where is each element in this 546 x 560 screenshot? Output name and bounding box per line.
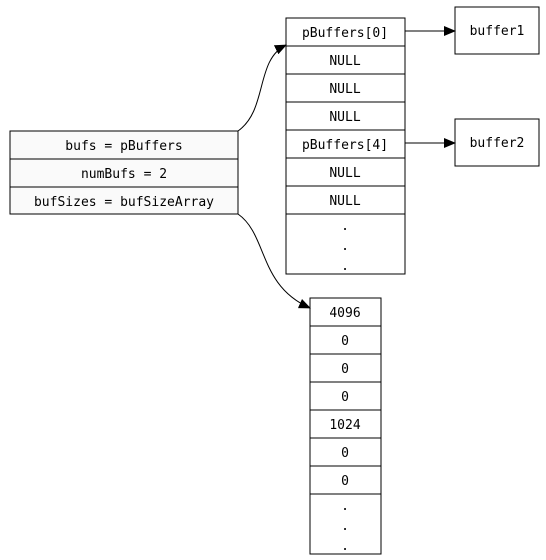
pointer-cell-3: NULL [329,110,360,125]
pointer-cell-5: NULL [329,166,360,181]
pointer-ellipsis-0: . [341,219,349,234]
pointer-array-frame [285,17,406,275]
struct-box: bufs = pBuffers numBufs = 2 bufSizes = b… [9,130,239,215]
buffer1-label: buffer1 [470,24,525,39]
struct-field-bufs [9,130,239,160]
buffer2-label: buffer2 [470,136,525,151]
size-cell-4: 1024 [329,418,360,433]
size-ellipsis-0: . [341,499,349,514]
size-array: 4096 0 0 0 1024 0 0 . . . [309,297,382,555]
buffer2-box: buffer2 [454,118,540,167]
pointer-cell-0: pBuffers[0] [302,26,388,41]
size-cell-5: 0 [341,446,349,461]
pointer-cell-1: NULL [329,54,360,69]
pointer-ellipsis-2: . [341,259,349,274]
size-cell-6: 0 [341,474,349,489]
edge-bufsizes-to-size-array [237,213,311,309]
pointer-array: pBuffers[0] NULL NULL NULL pBuffers[4] N… [285,17,406,275]
pointer-cell-4: pBuffers[4] [302,138,388,153]
size-ellipsis-2: . [341,539,349,554]
size-ellipsis-1: . [341,519,349,534]
buffer2-frame [454,118,540,167]
size-cell-1: 0 [341,334,349,349]
size-array-frame [309,297,382,555]
pointer-cell-2: NULL [329,82,360,97]
struct-field-bufsizes-label: bufSizes = bufSizeArray [34,195,214,210]
size-cell-3: 0 [341,390,349,405]
buffer1-frame [454,6,540,55]
edge-bufs-to-pointer-array [237,44,287,132]
size-cell-0: 4096 [329,306,360,321]
struct-field-numbufs [9,158,239,188]
buffer1-box: buffer1 [454,6,540,55]
size-cell-2: 0 [341,362,349,377]
struct-field-numbufs-label: numBufs = 2 [81,167,167,182]
struct-field-bufs-label: bufs = pBuffers [65,139,182,154]
struct-field-bufsizes [9,186,239,215]
pointer-ellipsis-1: . [341,239,349,254]
pointer-cell-6: NULL [329,194,360,209]
